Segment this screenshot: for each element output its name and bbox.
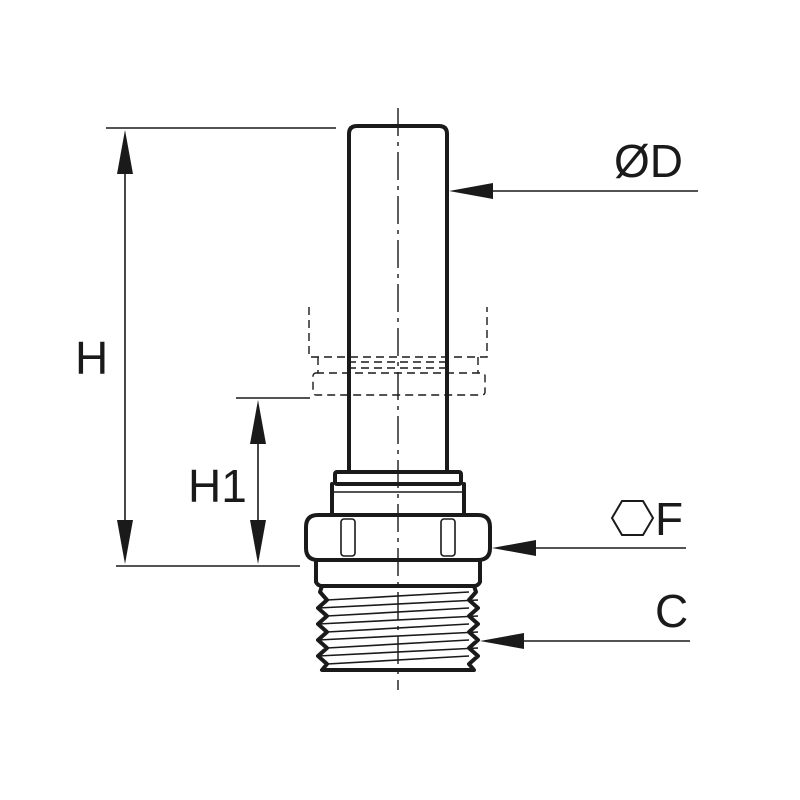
thread-leader	[480, 633, 690, 649]
thread-label: C	[655, 585, 688, 637]
height1-label: H1	[188, 460, 247, 512]
diameter-label: ØD	[614, 135, 683, 187]
collar	[330, 470, 466, 517]
threaded-section	[316, 584, 480, 672]
height-label: H	[75, 332, 108, 384]
hexagon-icon	[610, 500, 655, 536]
hex-leader	[492, 540, 686, 556]
diameter-leader	[449, 183, 698, 199]
hex-label: F	[655, 493, 683, 545]
height1-dimension	[236, 397, 310, 564]
tube-stem	[347, 124, 449, 474]
height-dimension	[106, 127, 336, 567]
ghost-collet-outline	[308, 307, 488, 396]
neck	[314, 558, 482, 588]
